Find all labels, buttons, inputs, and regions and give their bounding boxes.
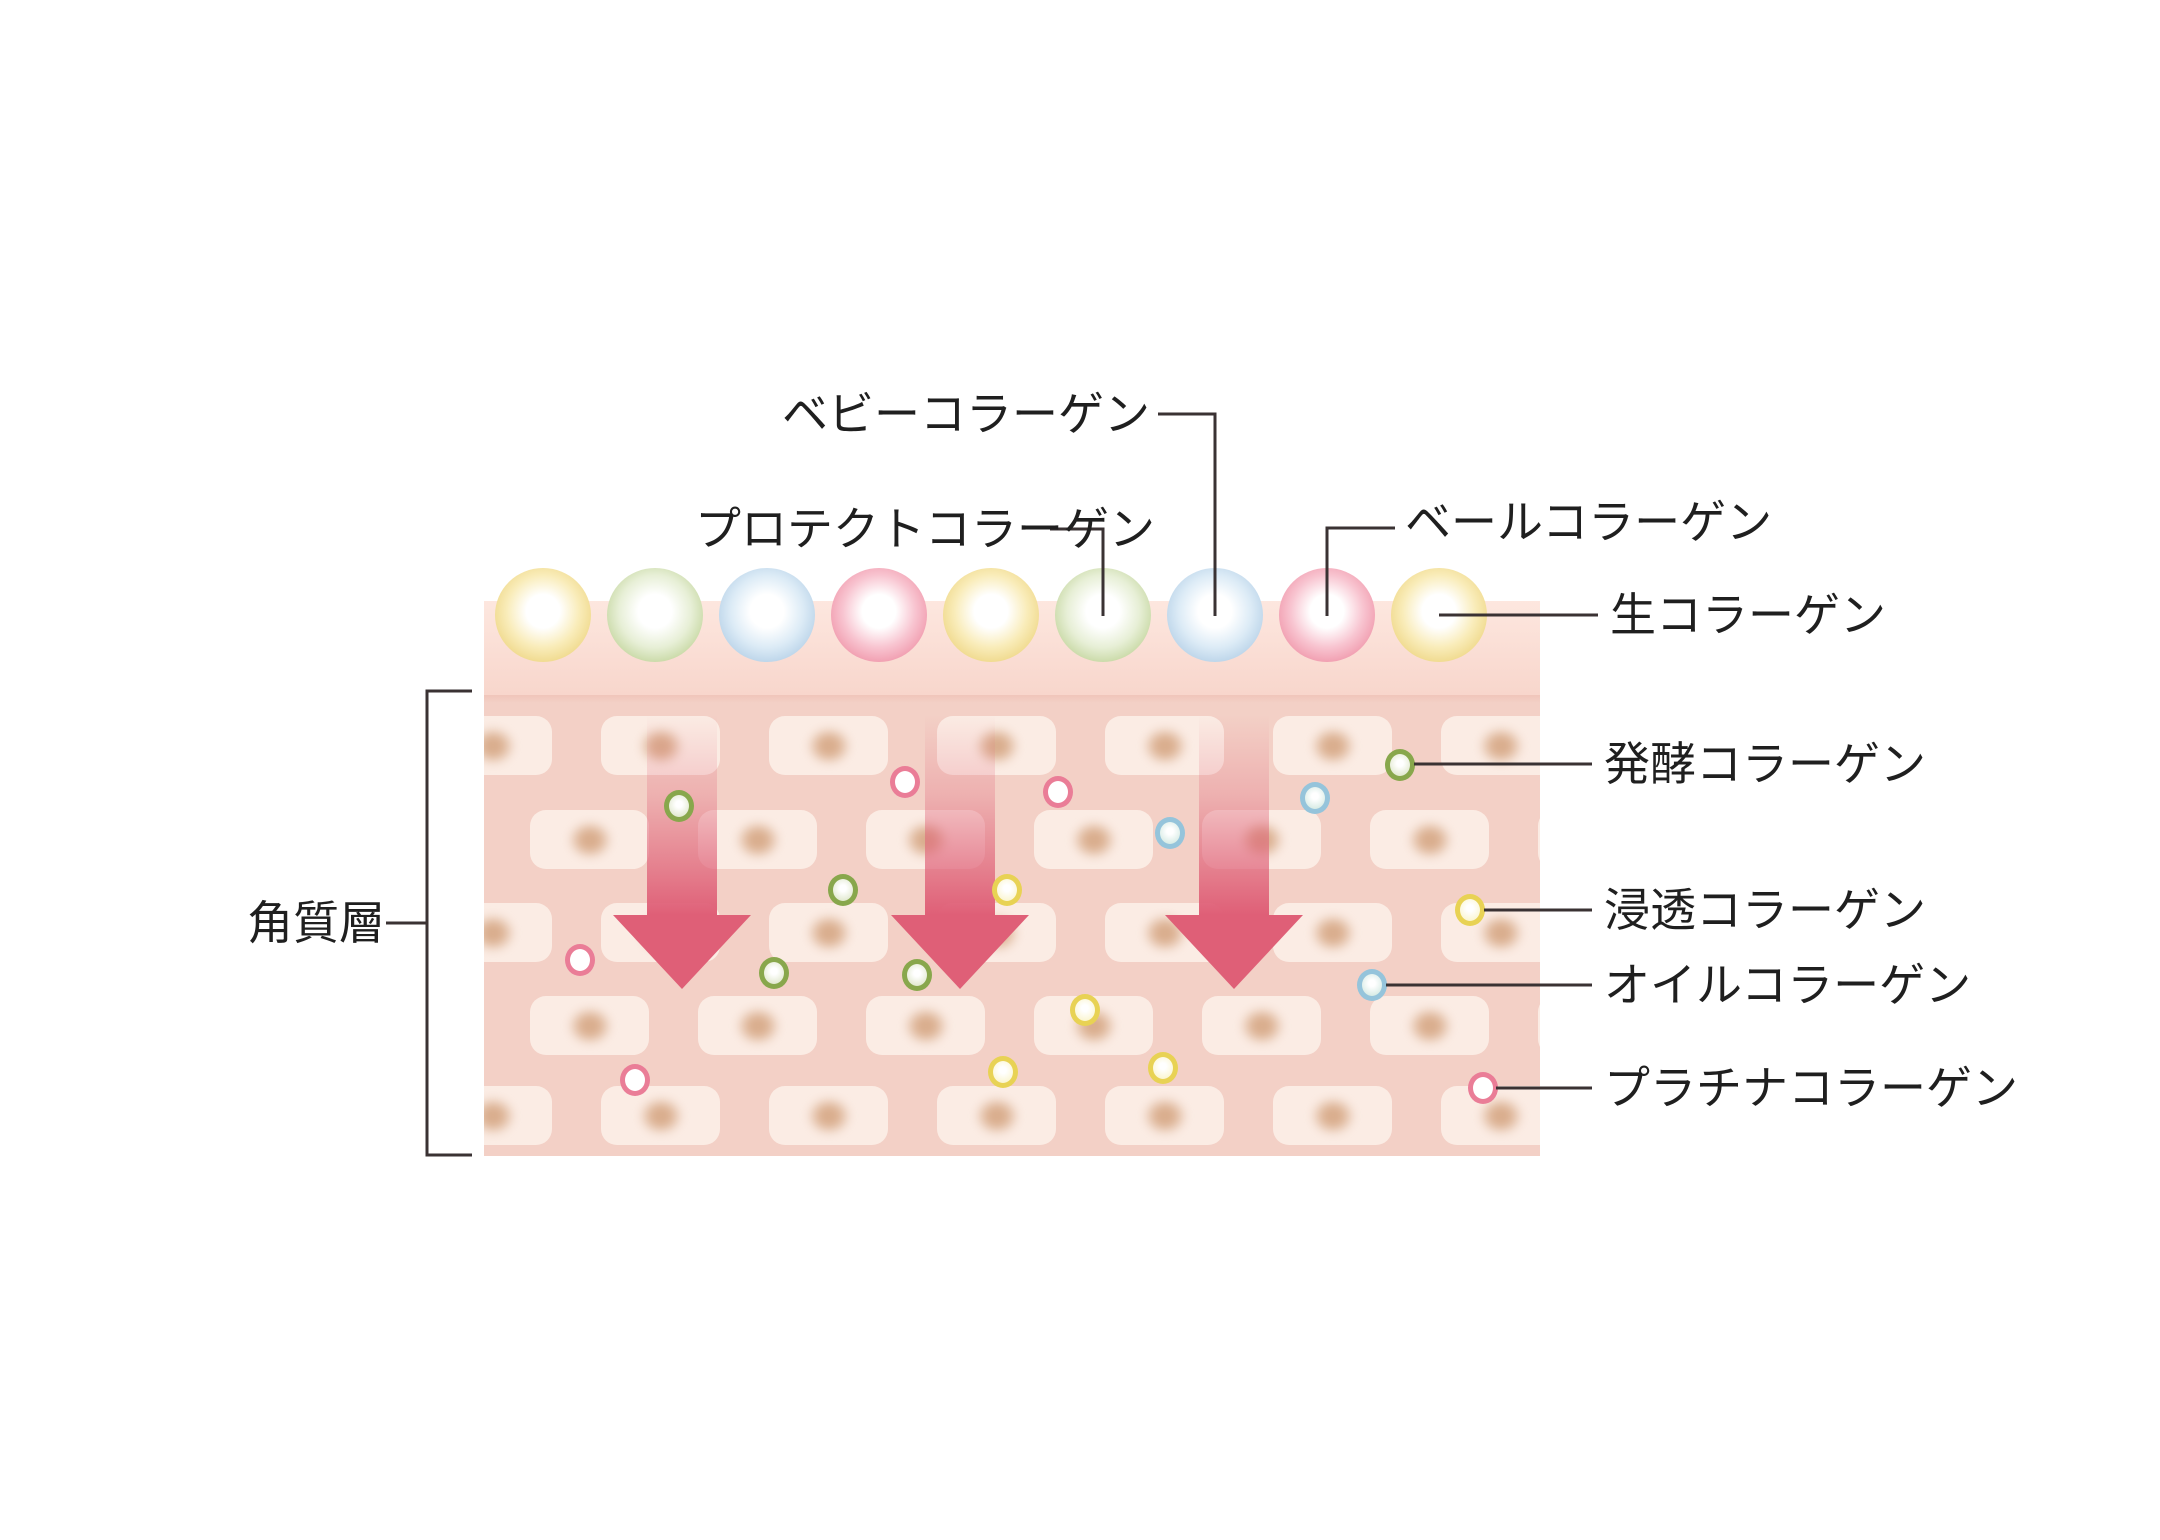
- skin-cell-nucleus: [1406, 819, 1453, 860]
- skin-cell-nucleus: [1070, 819, 1117, 860]
- particle-blue-collagen: [1155, 817, 1185, 849]
- skin-cell: [1273, 1086, 1392, 1145]
- particle-green-collagen: [664, 790, 694, 822]
- particle-green-collagen: [1385, 749, 1415, 781]
- skin-cell: [1034, 810, 1153, 869]
- surface-ball-blue: [719, 568, 815, 662]
- skin-cell-nucleus: [805, 725, 852, 766]
- skin-cell-nucleus: [637, 1095, 684, 1136]
- skin-surface-seam: [484, 695, 1540, 703]
- particle-platinum-collagen: [1043, 776, 1073, 808]
- skin-cell: [937, 1086, 1056, 1145]
- particle-green-collagen: [828, 874, 858, 906]
- skin-cell-nucleus: [734, 819, 781, 860]
- skin-cell: [1538, 996, 1540, 1055]
- skin-cell-nucleus: [566, 1005, 613, 1046]
- particle-platinum-collagen: [620, 1064, 650, 1096]
- particle-blue-collagen: [1300, 782, 1330, 814]
- skin-cell: [698, 996, 817, 1055]
- label-baby-collagen: ベビーコラーゲン: [782, 388, 1150, 440]
- skin-cell: [484, 903, 552, 962]
- skin-cell: [530, 996, 649, 1055]
- skin-cell-nucleus: [1406, 1005, 1453, 1046]
- surface-ball-yellow: [943, 568, 1039, 662]
- skin-cell: [1538, 810, 1540, 869]
- skin-cell-nucleus: [1141, 725, 1188, 766]
- label-penetrating-collagen: 浸透コラーゲン: [1604, 884, 1926, 936]
- skin-cell-nucleus: [1477, 912, 1524, 953]
- particle-platinum-collagen: [565, 944, 595, 976]
- skin-cell: [530, 810, 649, 869]
- label-stratum-corneum: 角質層: [247, 897, 385, 949]
- skin-cell-nucleus: [973, 1095, 1020, 1136]
- skin-cell: [769, 1086, 888, 1145]
- surface-ball-blue: [1167, 568, 1263, 662]
- stratum-corneum-bracket: [425, 689, 472, 1157]
- surface-ball-yellow: [1391, 568, 1487, 662]
- skin-cell-nucleus: [734, 1005, 781, 1046]
- particle-yellow-collagen: [1455, 894, 1485, 926]
- particle-green-collagen: [759, 957, 789, 989]
- skin-cell-nucleus: [1309, 1095, 1356, 1136]
- skin-block: [484, 601, 1540, 1156]
- skin-cell-nucleus: [484, 912, 516, 953]
- skin-cell: [601, 1086, 720, 1145]
- skin-cell: [866, 996, 985, 1055]
- particle-yellow-collagen: [1148, 1052, 1178, 1084]
- skin-cell: [1441, 716, 1540, 775]
- arrow-shaft: [925, 715, 995, 915]
- skin-cell-nucleus: [484, 725, 516, 766]
- skin-cell: [698, 810, 817, 869]
- label-fermented-collagen: 発酵コラーゲン: [1604, 738, 1926, 790]
- label-veil-collagen: ベールコラーゲン: [1405, 496, 1773, 548]
- skin-cell-nucleus: [566, 819, 613, 860]
- particle-yellow-collagen: [988, 1056, 1018, 1088]
- skin-cell: [1370, 996, 1489, 1055]
- skin-cell-nucleus: [1309, 725, 1356, 766]
- particle-yellow-collagen: [1070, 994, 1100, 1026]
- particle-platinum-collagen: [1468, 1072, 1498, 1104]
- surface-ball-red: [831, 568, 927, 662]
- label-protect-collagen: プロテクトコラーゲン: [695, 503, 1155, 555]
- particle-platinum-collagen: [890, 766, 920, 798]
- skin-cell: [1273, 716, 1392, 775]
- skin-cell: [1370, 810, 1489, 869]
- skin-cell: [1273, 903, 1392, 962]
- skin-cell-nucleus: [902, 1005, 949, 1046]
- skin-cell-nucleus: [1309, 912, 1356, 953]
- surface-ball-yellow: [495, 568, 591, 662]
- skin-cell: [1202, 996, 1321, 1055]
- skin-cell: [1105, 1086, 1224, 1145]
- surface-ball-green: [607, 568, 703, 662]
- surface-ball-green: [1055, 568, 1151, 662]
- skin-cell-nucleus: [1238, 1005, 1285, 1046]
- skin-cell-nucleus: [805, 912, 852, 953]
- label-platinum-collagen: プラチナコラーゲン: [1604, 1062, 2018, 1114]
- skin-cell: [769, 903, 888, 962]
- skin-cell: [769, 716, 888, 775]
- particle-green-collagen: [902, 959, 932, 991]
- arrow-shaft: [1199, 715, 1269, 915]
- particle-yellow-collagen: [992, 874, 1022, 906]
- label-raw-collagen: 生コラーゲン: [1610, 589, 1886, 641]
- skin-cell-nucleus: [484, 1095, 516, 1136]
- skin-cell-nucleus: [1477, 725, 1524, 766]
- particle-blue-collagen: [1357, 969, 1387, 1001]
- skin-cell: [484, 716, 552, 775]
- label-oil-collagen: オイルコラーゲン: [1604, 959, 1972, 1011]
- skin-cell-nucleus: [805, 1095, 852, 1136]
- skin-cell-nucleus: [1141, 1095, 1188, 1136]
- skin-cell: [484, 1086, 552, 1145]
- surface-ball-red: [1279, 568, 1375, 662]
